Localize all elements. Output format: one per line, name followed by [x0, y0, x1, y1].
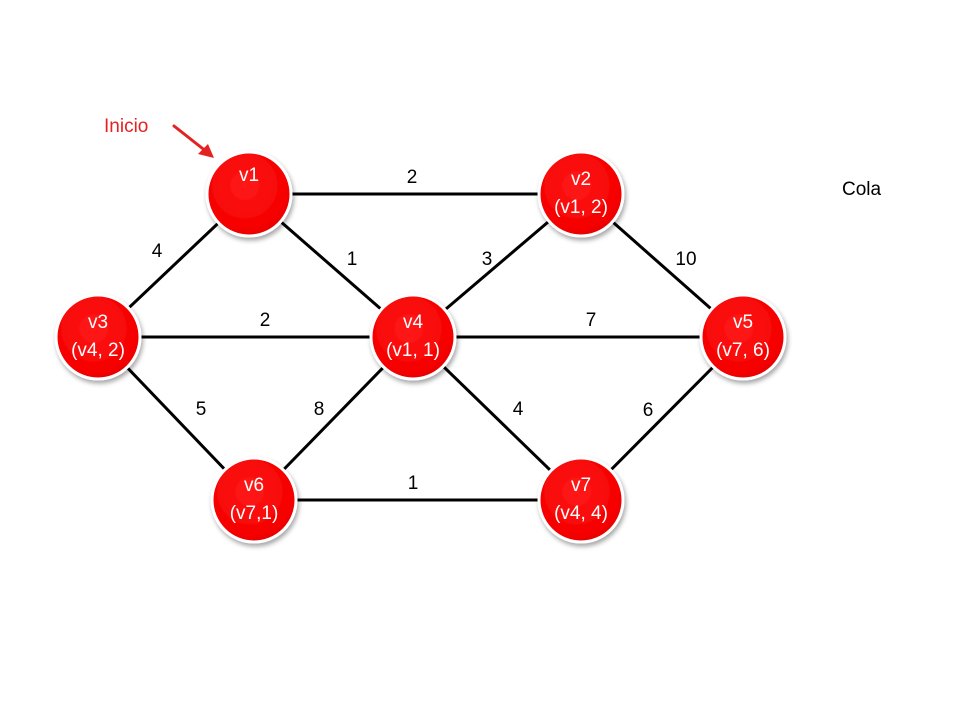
node-name-v2: v2	[571, 169, 591, 190]
node-name-v7: v7	[571, 475, 591, 496]
node-distance-v2: (v1, 2)	[554, 197, 608, 218]
node-v6: v6 (v7,1)	[210, 456, 298, 544]
edge-weight-v1-v4: 1	[347, 249, 358, 270]
edge-weight-v1-v2: 2	[407, 167, 418, 188]
edge-weight-v6-v7: 1	[408, 473, 419, 494]
edge-weight-v3-v4: 2	[260, 310, 271, 331]
edge-weight-v5-v7: 6	[643, 400, 654, 421]
node-v5: v5 (v7, 6)	[699, 293, 787, 381]
node-v7: v7 (v4, 4)	[537, 456, 625, 544]
node-distance-v7: (v4, 4)	[554, 503, 608, 524]
node-distance-v5: (v7, 6)	[716, 340, 770, 361]
node-v1: v1	[205, 150, 293, 238]
node-name-v4: v4	[403, 312, 424, 333]
node-circle-v6	[210, 456, 298, 544]
edge-weight-v2-v5: 10	[675, 249, 696, 270]
node-distance-v6: (v7,1)	[230, 503, 279, 524]
nodes-layer: v1 v2 (v1, 2) v3 (v4, 2) v4 (v1, 1) v5 (v7, 6) v6…	[54, 150, 787, 544]
node-v4: v4 (v1, 1)	[369, 293, 457, 381]
node-name-v3: v3	[88, 312, 108, 333]
node-distance-v3: (v4, 2)	[71, 340, 125, 361]
node-circle-v2	[537, 150, 625, 238]
node-distance-v4: (v1, 1)	[386, 340, 440, 361]
edge-weight-v1-v3: 4	[152, 241, 163, 262]
edge-weight-v4-v6: 8	[314, 399, 325, 420]
node-v2: v2 (v1, 2)	[537, 150, 625, 238]
node-name-v6: v6	[244, 475, 264, 496]
node-name-v1: v1	[239, 165, 259, 186]
node-circle-v1	[205, 150, 293, 238]
node-name-v5: v5	[733, 312, 753, 333]
start-label: Inicio	[104, 116, 148, 137]
edge-labels-layer: 2 4 1 3 10 2 7 5 8 4 6 1	[152, 167, 697, 494]
node-v3: v3 (v4, 2)	[54, 293, 142, 381]
edge-weight-v3-v6: 5	[196, 399, 207, 420]
edge-weight-v4-v7: 4	[513, 399, 524, 420]
start-marker: Inicio	[104, 116, 214, 158]
queue-label: Cola	[842, 179, 882, 200]
node-circle-v5	[699, 293, 787, 381]
edge-weight-v2-v4: 3	[482, 249, 493, 270]
start-arrow-icon	[172, 124, 214, 158]
node-circle-v7	[537, 456, 625, 544]
edge-weight-v4-v5: 7	[586, 310, 597, 331]
node-circle-v4	[369, 293, 457, 381]
node-circle-v3	[54, 293, 142, 381]
